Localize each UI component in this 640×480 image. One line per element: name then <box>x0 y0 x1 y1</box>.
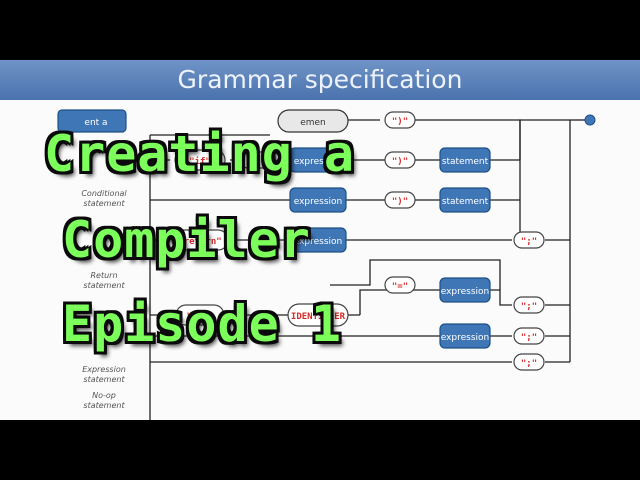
svg-text:statement: statement <box>442 197 489 207</box>
terminal-semicolon-2: ";" <box>513 296 545 314</box>
terminal-equals: "=" <box>384 276 416 294</box>
terminal-semicolon-1: ";" <box>513 231 545 249</box>
svg-text:statement: statement <box>83 199 125 208</box>
svg-text:"var": "var" <box>186 312 213 322</box>
svg-text:";": ";" <box>521 302 537 312</box>
svg-text:statement: statement <box>83 281 125 290</box>
svg-text:No-op: No-op <box>92 391 116 400</box>
terminal-var: "var" <box>175 304 225 326</box>
terminal-close-paren-2: ")" <box>384 151 416 169</box>
terminal-open-paren: "(" <box>239 151 277 169</box>
svg-text:statement: statement <box>83 375 125 384</box>
svg-text:IDENTIFIER: IDENTIFIER <box>291 312 346 322</box>
svg-text:expression: expression <box>441 333 490 343</box>
railroad-diagram: ent a emen ")" "if" "(" ")" <box>57 109 596 420</box>
label-expression-statement: Expression statement <box>82 365 126 384</box>
svg-text:expression: expression <box>294 197 343 207</box>
terminal-identifier: IDENTIFIER <box>287 303 349 327</box>
slide: Grammar specification <box>0 60 640 420</box>
label-conditional-statement: Conditional statement <box>81 189 127 208</box>
svg-text:expression: expression <box>441 287 490 297</box>
svg-text:")": ")" <box>392 157 408 167</box>
svg-text:";": ";" <box>521 237 537 247</box>
letterbox-bottom <box>0 420 640 480</box>
overlay-title-line-2: Compiler <box>62 211 311 269</box>
svg-text:")": ")" <box>392 197 408 207</box>
svg-text:Expression: Expression <box>82 365 126 374</box>
svg-text:"(": "(" <box>250 157 266 167</box>
terminal-return: "return" <box>171 229 229 251</box>
svg-text:")": ")" <box>392 117 408 127</box>
terminal-semicolon-3: ";" <box>513 327 545 345</box>
svg-text:Return: Return <box>90 271 117 280</box>
statement-fragment-box: emen <box>277 109 349 133</box>
start-nonterminal: ent a <box>57 109 127 133</box>
svg-text:statement: statement <box>442 157 489 167</box>
nonterminal-statement-2: statement <box>439 187 491 213</box>
slide-title: Grammar specification <box>177 65 463 94</box>
terminal-if: "if" <box>174 149 226 171</box>
letterbox-top <box>0 0 640 60</box>
overlay-title-line-1: Creating a <box>44 125 356 183</box>
svg-text:"=": "=" <box>392 282 408 292</box>
diagram-wires <box>149 119 586 420</box>
slide-header <box>0 60 640 100</box>
svg-text:"return": "return" <box>178 237 221 247</box>
end-node <box>584 114 596 126</box>
nonterminal-expression-5: expression <box>439 323 491 349</box>
terminal-close-paren-1: ")" <box>384 111 416 129</box>
svg-text:emen: emen <box>300 118 326 128</box>
nonterminal-expression-2: expression <box>289 187 347 213</box>
svg-text:Conditional: Conditional <box>81 189 127 198</box>
svg-text:";": ";" <box>521 359 537 369</box>
svg-text:statement: statement <box>83 401 125 410</box>
svg-text:expression: expression <box>294 157 343 167</box>
label-return-statement: Return statement <box>83 271 125 290</box>
terminal-close-paren-3: ")" <box>384 191 416 209</box>
svg-text:";": ";" <box>521 333 537 343</box>
overlay-title-line-3: Episode 1 <box>62 295 342 353</box>
label-noop-statement: No-op statement <box>83 391 125 410</box>
nonterminal-expression-4: expression <box>439 277 491 303</box>
svg-text:"if": "if" <box>189 156 211 167</box>
nonterminal-expression-3: expression <box>289 227 347 253</box>
svg-text:ent a: ent a <box>84 118 107 128</box>
nonterminal-expression-1: expression <box>289 147 347 173</box>
svg-text:expression: expression <box>294 237 343 247</box>
terminal-semicolon-4: ";" <box>513 353 545 371</box>
nonterminal-statement-1: statement <box>439 147 491 173</box>
